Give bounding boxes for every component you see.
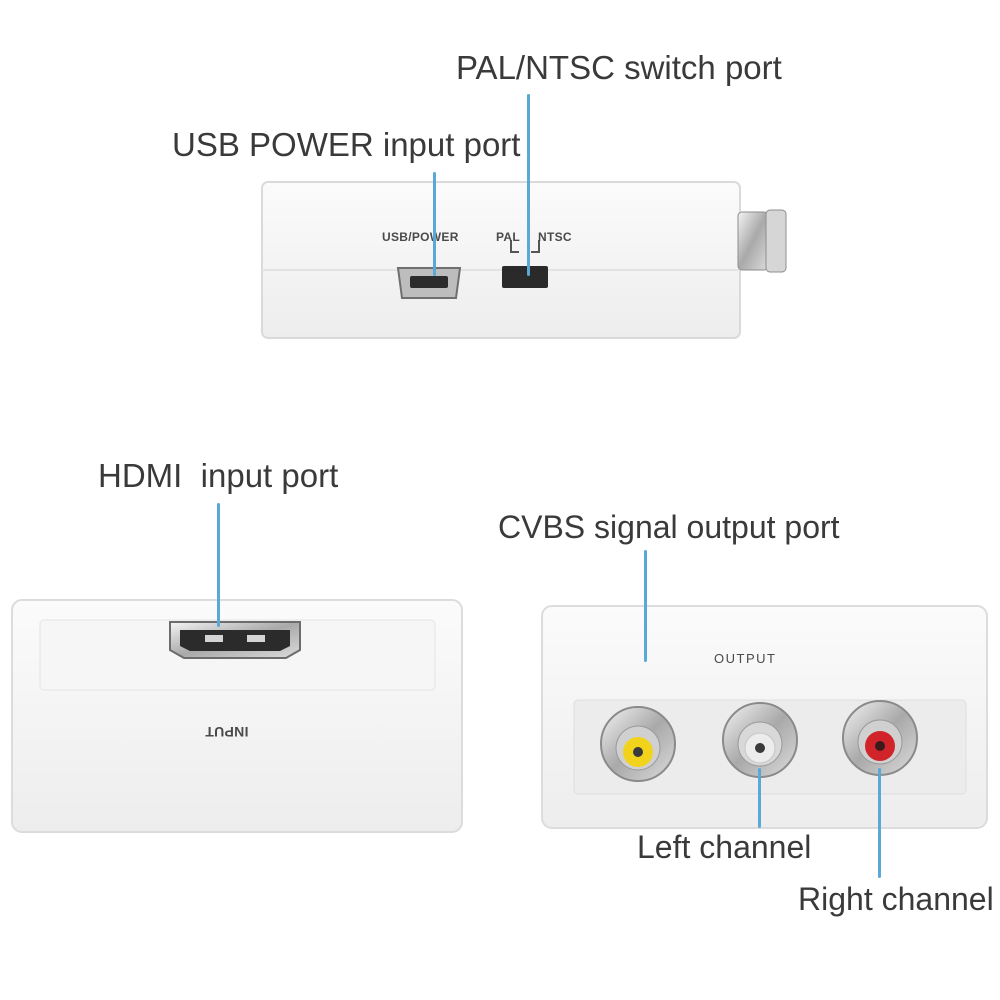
rca-jack-red — [842, 700, 918, 776]
pal-device-label: PAL — [496, 230, 521, 244]
left-channel-callout: Left channel — [637, 829, 812, 865]
pal-ntsc-switch — [502, 240, 548, 288]
hdmi-callout: HDMI input port — [98, 457, 339, 494]
usb-power-leader-line — [433, 172, 436, 276]
hdmi-device — [11, 599, 463, 833]
cvbs-leader-line — [644, 550, 647, 662]
rca-jack-yellow — [600, 706, 676, 782]
rca-jack-side — [737, 209, 787, 273]
ntsc-device-label: NTSC — [538, 230, 572, 244]
usb-power-callout: USB POWER input port — [172, 126, 521, 163]
usb-power-device-label: USB/POWER — [382, 230, 459, 244]
input-device-label: INPUT — [205, 724, 249, 740]
pal-ntsc-leader-line — [527, 94, 530, 276]
output-device-label: OUTPUT — [714, 651, 777, 666]
pal-ntsc-callout: PAL/NTSC switch port — [456, 49, 782, 86]
right-channel-leader-line — [878, 768, 881, 878]
hdmi-leader-line — [217, 503, 220, 627]
cvbs-callout: CVBS signal output port — [498, 509, 840, 545]
hdmi-port — [169, 621, 301, 659]
right-channel-callout: Right channel — [798, 881, 994, 917]
output-device — [541, 605, 988, 829]
top-device — [261, 181, 787, 339]
left-channel-leader-line — [758, 768, 761, 828]
rca-jack-white — [722, 702, 798, 778]
mini-usb-port — [396, 267, 462, 299]
